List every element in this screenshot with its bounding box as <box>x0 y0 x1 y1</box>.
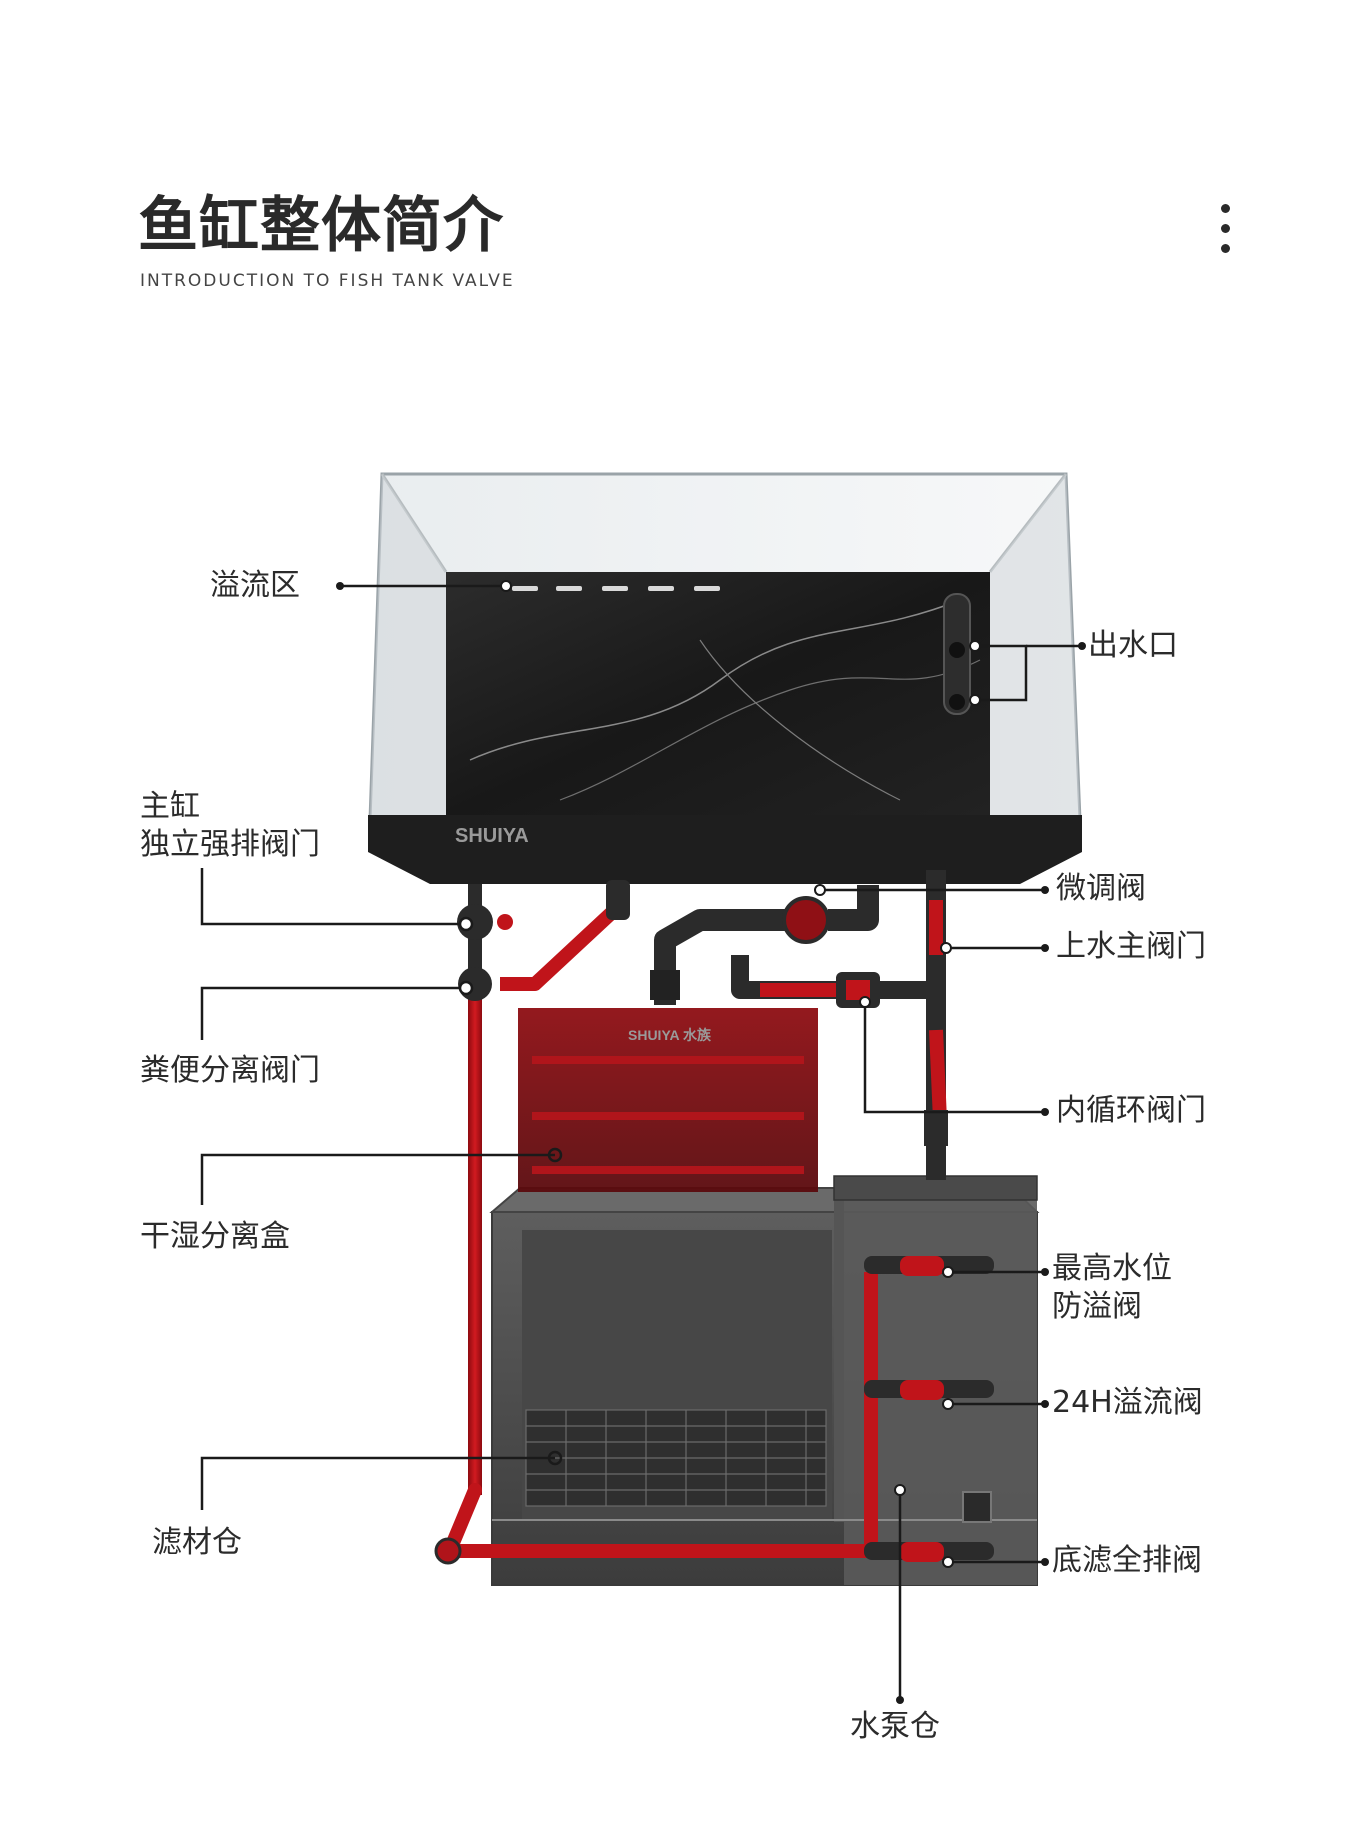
main-inlet-red-diagonal <box>929 1029 947 1121</box>
leader-waste-separation <box>200 986 466 1040</box>
more-dot <box>1220 244 1230 253</box>
label-main-tank-drain-line1: 主缸 <box>140 789 200 824</box>
outlet-nozzle <box>949 642 965 658</box>
tank-base-frame <box>368 815 1082 884</box>
tank-brand-logo: SHUIYA <box>455 825 529 847</box>
label-internal-circulation-valve: 内循环阀门 <box>1056 1093 1206 1128</box>
tank-back-panel <box>446 572 990 817</box>
red-box-body <box>518 1008 818 1192</box>
riser-pipe <box>864 1272 878 1552</box>
label-main-inlet-valve: 上水主阀门 <box>1056 929 1206 964</box>
label-overflow-zone: 溢流区 <box>210 568 300 603</box>
label-max-level-line1: 最高水位 <box>1052 1251 1172 1286</box>
overflow-slots <box>512 586 720 591</box>
leader-water-outlet <box>975 644 1028 702</box>
page-subtitle: INTRODUCTION TO FISH TANK VALVE <box>140 271 515 291</box>
leader-filter-media <box>200 1456 555 1510</box>
leader-internal-circulation <box>863 1002 1045 1114</box>
red-bottom-pipe <box>448 1544 968 1558</box>
sump-divider <box>834 1196 844 1522</box>
label-dry-wet-box: 干湿分离盒 <box>140 1219 290 1254</box>
label-24h-overflow-valve: 24H溢流阀 <box>1052 1385 1203 1420</box>
more-dot <box>1220 204 1230 213</box>
tank-side-left <box>370 474 446 820</box>
internal-circulation-red <box>760 983 850 997</box>
red-box-shelf <box>532 1056 804 1064</box>
red-box-shelf <box>532 1112 804 1120</box>
label-fine-tune-valve: 微调阀 <box>1056 871 1146 906</box>
label-max-level-line2: 防溢阀 <box>1052 1289 1142 1324</box>
leader-lines <box>200 584 1082 1700</box>
filter-tray <box>525 1409 827 1507</box>
fine-tune-valve-wheel <box>782 896 830 944</box>
label-filter-media-chamber: 滤材仓 <box>152 1525 242 1560</box>
main-tank: SHUIYA <box>368 472 1082 884</box>
bottom-drain-red <box>900 1542 944 1562</box>
leader-dots <box>336 580 1086 1704</box>
page-title: 鱼缸整体简介 <box>138 191 504 261</box>
leader-main-drain <box>200 868 466 926</box>
internal-circulation-valve-red <box>846 980 870 1000</box>
main-inlet-red <box>929 900 943 955</box>
label-pump-chamber: 水泵仓 <box>850 1709 940 1744</box>
label-main-tank-drain-line2: 独立强排阀门 <box>140 827 320 862</box>
main-inlet-coupler <box>924 1110 948 1146</box>
dry-wet-box: SHUIYA 水族 <box>518 1008 818 1192</box>
leader-dry-wet-box <box>200 1153 555 1205</box>
marble-vein <box>699 639 901 801</box>
red-diagonal-pipe <box>500 899 625 991</box>
max-level-valve-red <box>900 1256 944 1276</box>
label-waste-separation-valve: 粪便分离阀门 <box>140 1053 320 1088</box>
marble-vein <box>559 659 981 801</box>
fine-tune-pipe <box>828 885 879 931</box>
box-brand-logo: SHUIYA 水族 <box>628 1027 712 1043</box>
bottom-drain-fitting <box>962 1491 992 1523</box>
more-dot <box>1220 224 1230 233</box>
label-bottom-drain-valve: 底滤全排阀 <box>1052 1543 1202 1578</box>
center-pipe-coupler <box>650 970 680 1000</box>
red-drain-pipe <box>468 985 482 1495</box>
more-vertical-icon[interactable] <box>1210 204 1240 268</box>
label-water-outlet: 出水口 <box>1088 628 1178 663</box>
overflow-24h-red <box>900 1380 944 1400</box>
drain-valve-knob <box>497 914 513 930</box>
drain-elbow <box>606 880 630 920</box>
marble-vein <box>469 599 961 761</box>
outlet-nozzle <box>949 694 965 710</box>
red-box-shelf <box>532 1166 804 1174</box>
pipe-end-cap <box>434 1537 462 1565</box>
